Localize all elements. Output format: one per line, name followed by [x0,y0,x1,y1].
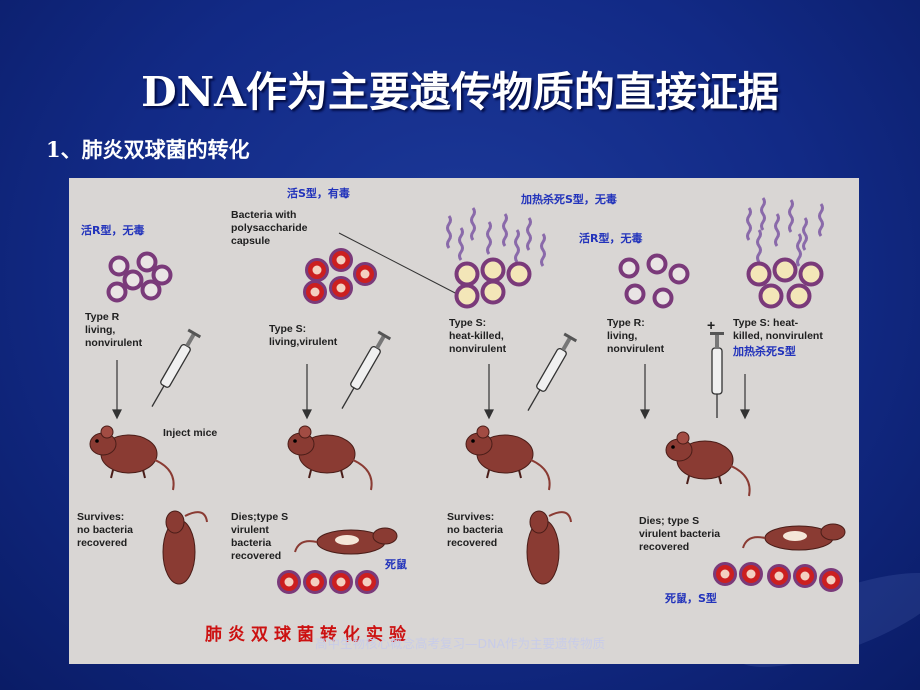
typeS4-line-2: killed, nonvirulent [733,330,823,342]
slide-footer: 高中生物核心概念高考复习—DNA作为主要遗传物质 [314,636,606,651]
outcome-4-line-2: virulent bacteria [639,528,720,540]
outcome-3-line-2: no bacteria [447,524,503,536]
typeShk-line-2: heat-killed, [449,330,504,342]
outcome-4-line-1: Dies; type S [639,515,699,527]
label-dead-mouse-s: 死鼠，S型 [665,591,717,605]
mouse-icon-2 [287,425,373,491]
downward-arrows [112,360,750,420]
plus-sign: + [707,317,715,333]
syringe-icon-1 [145,327,202,411]
mouse-icon-1 [89,425,175,491]
heat-killed-cells-group [446,206,546,309]
typeR-line-3: nonvirulent [85,337,143,349]
experiment-diagram: 活R型，无毒 活S型，有毒 加热杀死S型，无毒 活R型，无毒 Bacteria … [77,186,846,645]
typeR4-line-2: living, [607,330,637,342]
typeR4-line-3: nonvirulent [607,343,665,355]
typeR-line-2: living, [85,324,115,336]
label-live-r-2: 活R型，无毒 [579,231,642,245]
label-dead-mouse-1: 死鼠 [385,557,407,571]
capsule-pointer-line [338,232,462,297]
surviving-mouse-icon-1 [162,510,208,585]
dead-mouse-icon-2 [742,523,846,551]
outcome-3-line-1: Survives: [447,511,494,523]
s-cells-group [303,248,377,304]
mouse-icon-4 [665,431,751,497]
griffith-experiment-figure: 活R型，无毒 活S型，有毒 加热杀死S型，无毒 活R型，无毒 Bacteria … [69,178,859,664]
recovered-s-cells-1 [277,570,379,594]
outcome-2-line-4: recovered [231,550,281,562]
typeS-line-1: Type S: [269,323,306,335]
label-live-s: 活S型，有毒 [287,186,350,200]
mouse-icon-3 [465,425,551,491]
syringe-icon-3 [521,331,578,415]
surviving-mouse-icon-2 [526,510,572,585]
label-capsule-3: capsule [231,235,270,247]
typeS-line-2: living,virulent [269,336,338,348]
experiment-bottom-title: 肺炎双球菌转化实验 [205,624,412,645]
label-heat-killed-s: 加热杀死S型，无毒 [520,192,617,206]
outcome-2-line-3: bacteria [231,537,271,549]
label-inject-mice: Inject mice [163,427,217,439]
label-live-r: 活R型，无毒 [81,223,144,237]
outcome-1-line-1: Survives: [77,511,124,523]
outcome-3-line-3: recovered [447,537,497,549]
recovered-s-cells-2 [713,562,843,592]
outcome-2-line-1: Dies;type S [231,511,288,523]
label-capsule-1: Bacteria with [231,209,296,221]
r-cells-group-1 [106,251,173,303]
outcome-2-line-2: virulent [231,524,269,536]
label-heat-killed-s-2: 加热杀死S型 [732,344,796,358]
r-cells-group-2 [618,253,690,309]
dead-mouse-icon-1 [294,527,398,555]
typeShk-line-1: Type S: [449,317,486,329]
syringe-icon-2 [335,329,392,413]
slide-title: DNA作为主要遗传物质的直接证据 [141,68,779,116]
label-capsule-2: polysaccharide [231,222,308,234]
syringe-icon-4 [709,331,725,419]
typeR4-line-1: Type R: [607,317,645,329]
section-subtitle: 1、肺炎双球菌的转化 [46,137,250,162]
outcome-1-line-3: recovered [77,537,127,549]
heat-killed-cells-group-2 [746,196,824,309]
typeShk-line-3: nonvirulent [449,343,507,355]
typeS4-line-1: Type S: heat- [733,317,799,329]
outcome-1-line-2: no bacteria [77,524,133,536]
typeR-line-1: Type R [85,311,120,323]
outcome-4-line-3: recovered [639,541,689,553]
